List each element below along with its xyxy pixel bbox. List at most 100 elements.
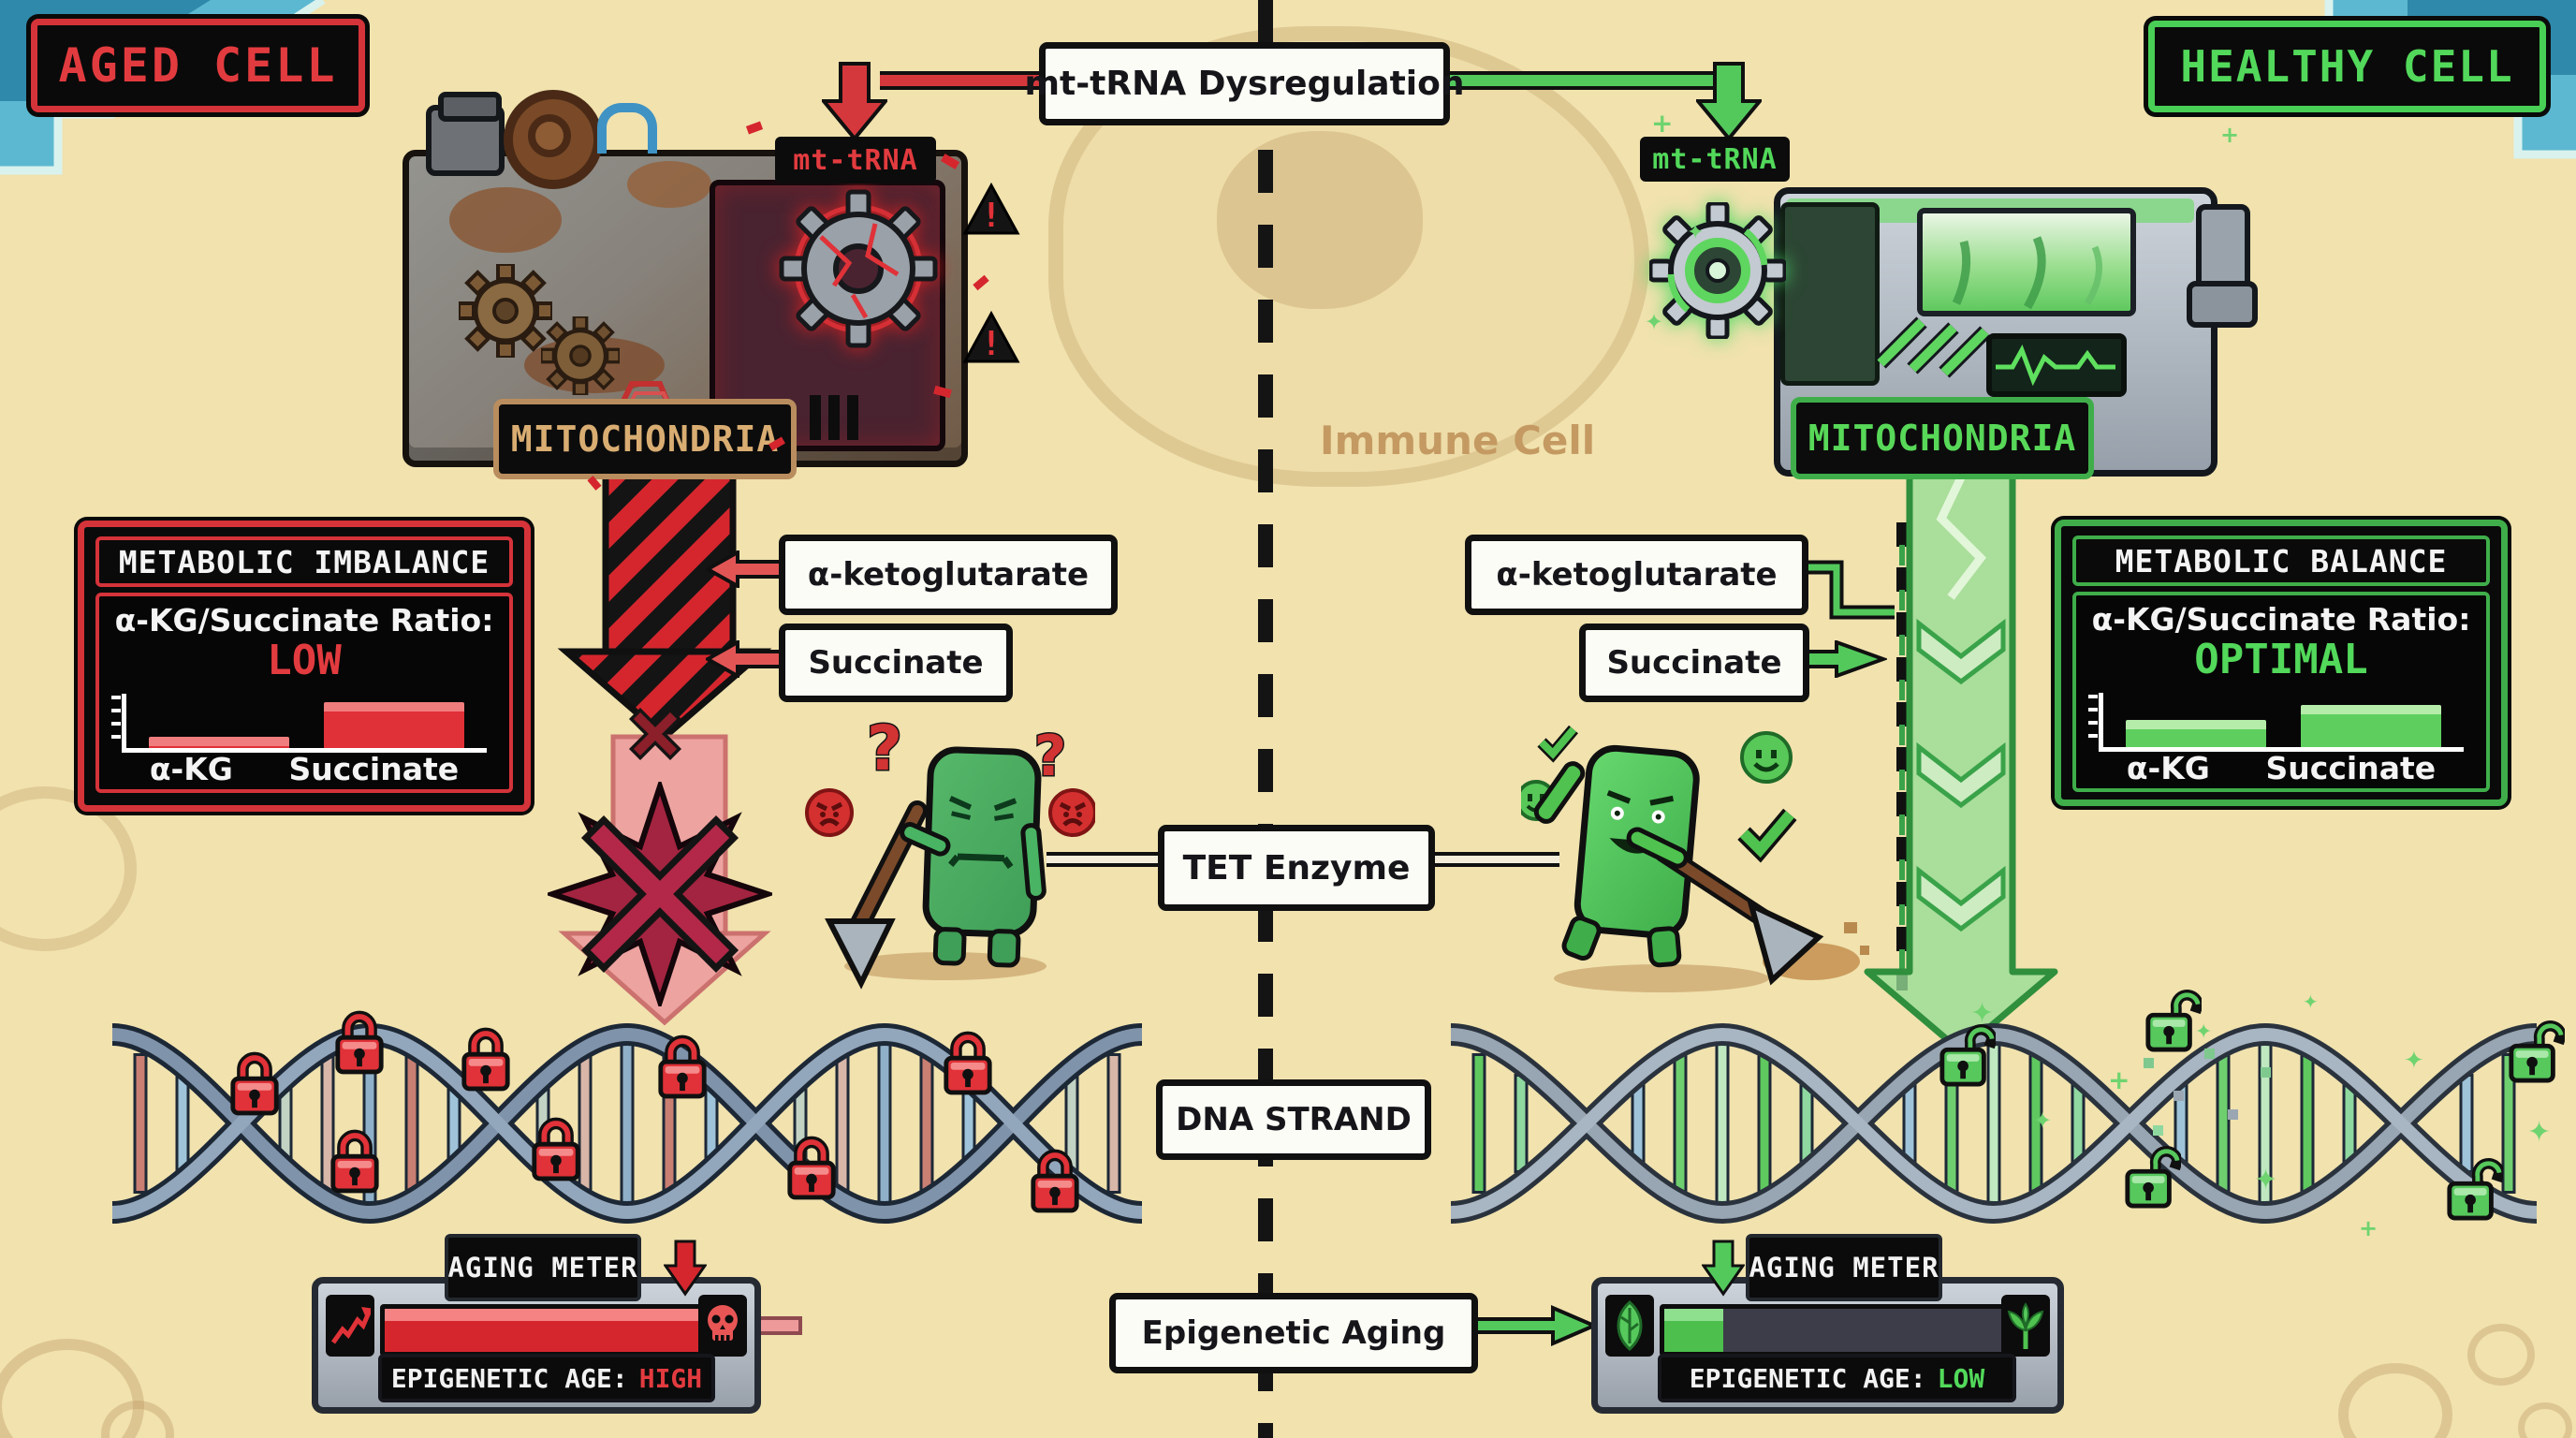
red-left-arrow-icon: [706, 640, 783, 678]
angry-face-icon: [805, 788, 854, 837]
side-pipe-elbow: [2187, 281, 2258, 328]
dissolve-pixel: [2174, 1091, 2184, 1101]
sparkle-icon: ✦: [2404, 1047, 2424, 1075]
immune-cell-label: Immune Cell: [1320, 418, 1596, 463]
sparkle-icon: +: [1651, 108, 1674, 139]
skull-icon: [698, 1295, 747, 1357]
sprout-icon: [2001, 1295, 2050, 1357]
unlock-icon: [1938, 1022, 1998, 1095]
meter-frame: EPIGENETIC AGE: LOW: [1591, 1277, 2064, 1414]
healthy-meter-fill: [1664, 1309, 1724, 1352]
sparkle-icon: ✦: [1687, 221, 1705, 244]
aged-ratio-value: LOW: [267, 637, 342, 684]
sparkle-icon: +: [2359, 1215, 2378, 1241]
caption-label: EPIGENETIC AGE:: [1689, 1362, 1926, 1394]
blue-pipe-icon: [597, 103, 657, 154]
tet-left-connector: [1046, 852, 1159, 867]
green-down-arrow-icon: [1696, 62, 1762, 142]
leaf-icon: [1605, 1295, 1654, 1357]
lock-icon: [784, 1135, 839, 1206]
dysregulation-label: mt-tRNA Dysregulation: [1025, 42, 1465, 125]
lock-icon: [227, 1050, 282, 1122]
red-connector-line: [880, 71, 1041, 90]
akg-bar: [149, 737, 290, 748]
aged-mt-trna-tag: mt-tRNA: [775, 137, 936, 183]
smiley-face-icon: [1740, 731, 1793, 784]
angry-face-icon: [1048, 788, 1095, 837]
red-down-arrow-icon: [664, 1240, 707, 1297]
background-cell-ring: [2518, 1402, 2572, 1438]
aged-panel-body: α-KG/Succinate Ratio: LOW α-KG Succinate: [95, 593, 513, 793]
broken-gear-icon: [779, 189, 938, 348]
rusty-gear-icon: [541, 316, 620, 395]
sparkle-icon: ✦: [2195, 1020, 2213, 1044]
healthy-cell-badge: HEALTHY CELL: [2148, 21, 2546, 112]
question-mark-icon: ?: [867, 712, 902, 785]
sad-tet-character: ? ?: [805, 712, 1095, 990]
exhaust-cap: [438, 92, 502, 122]
epigenetic-aging-label: Epigenetic Aging: [1109, 1293, 1478, 1373]
healthy-gear-icon: [1649, 202, 1786, 339]
small-x-icon: [629, 708, 681, 760]
green-flow-arrow: [1864, 466, 2058, 1055]
window-squiggles: [1952, 236, 2102, 310]
dissolve-pixel: [2144, 1058, 2154, 1068]
healthy-mini-bar-chart: [2088, 693, 2464, 752]
healthy-ratio-label: α-KG/Succinate Ratio:: [2091, 601, 2471, 638]
healthy-ratio-value: OPTIMAL: [2194, 636, 2368, 683]
caption-value: HIGH: [638, 1362, 703, 1394]
healthy-meter-caption: EPIGENETIC AGE: LOW: [1658, 1354, 2016, 1402]
lock-icon: [529, 1116, 583, 1187]
akg-bar-label: α-KG: [149, 751, 233, 787]
healthy-meter-track: [1660, 1304, 2018, 1357]
warning-exclamation: !: [981, 197, 1002, 235]
background-cell-ring: [101, 1401, 174, 1438]
dissolve-pixel: [2153, 1125, 2163, 1136]
rusty-gear-icon: [459, 264, 552, 358]
succinate-bar: [323, 701, 464, 748]
trend-up-icon: [326, 1295, 374, 1357]
unlock-icon: [2144, 988, 2204, 1061]
rust-patch: [627, 161, 711, 208]
coil-center: [528, 114, 571, 157]
center-divider: [1258, 0, 1273, 1438]
glass-window: [1917, 208, 2136, 316]
healthy-succinate-label: Succinate: [1579, 624, 1809, 702]
ecg-screen: [1986, 333, 2127, 397]
lock-icon: [328, 1128, 382, 1199]
lock-icon: [655, 1034, 710, 1105]
happy-tet-character: [1521, 726, 1869, 992]
aged-aging-meter: AGING METER EPIGENETI: [312, 1234, 761, 1414]
rust-patch: [449, 187, 562, 253]
green-step-connector: [1795, 560, 1895, 620]
aged-meter-title: AGING METER: [445, 1234, 641, 1301]
green-connector-line: [1435, 71, 1720, 90]
sparkle-icon: ✦: [1645, 309, 1664, 335]
healthy-aging-meter: AGING METER: [1591, 1234, 2064, 1414]
green-stripes: [1877, 316, 1991, 378]
lock-icon: [459, 1026, 513, 1097]
healthy-akg-label: α-ketoglutarate: [1465, 535, 1808, 615]
aged-mitochondria-tag: MITOCHONDRIA: [493, 399, 797, 479]
sparkle-icon: ✦: [1970, 997, 1995, 1030]
sparkle-icon: +: [2108, 1064, 2130, 1095]
dna-strand-label: DNA STRAND: [1156, 1079, 1431, 1160]
immune-cell-nucleus: [1217, 131, 1423, 309]
meter-frame: EPIGENETIC AGE: HIGH: [312, 1277, 761, 1414]
red-down-arrow-icon: [822, 62, 887, 142]
sparkle-icon: ✦: [2303, 990, 2319, 1013]
akg-bar-label: α-KG: [2126, 750, 2210, 786]
unlock-icon: [2507, 1019, 2568, 1092]
succinate-bar: [2300, 704, 2441, 747]
aged-akg-label: α-ketoglutarate: [779, 535, 1118, 615]
aged-meter-track: [380, 1304, 719, 1357]
ecg-waveform-icon: [1996, 345, 2115, 387]
sparkle-icon: +: [2220, 122, 2240, 148]
healthy-mitochondria-tag: MITOCHONDRIA: [1791, 397, 2094, 479]
aged-panel-title: METABOLIC IMBALANCE: [95, 536, 513, 587]
healthy-mt-trna-tag: mt-tRNA: [1640, 137, 1790, 182]
warning-exclamation: !: [981, 325, 1002, 363]
gear-panel: [1780, 202, 1880, 386]
aged-metabolic-panel: METABOLIC IMBALANCE α-KG/Succinate Ratio…: [78, 521, 531, 812]
healthy-panel-title: METABOLIC BALANCE: [2072, 536, 2490, 586]
